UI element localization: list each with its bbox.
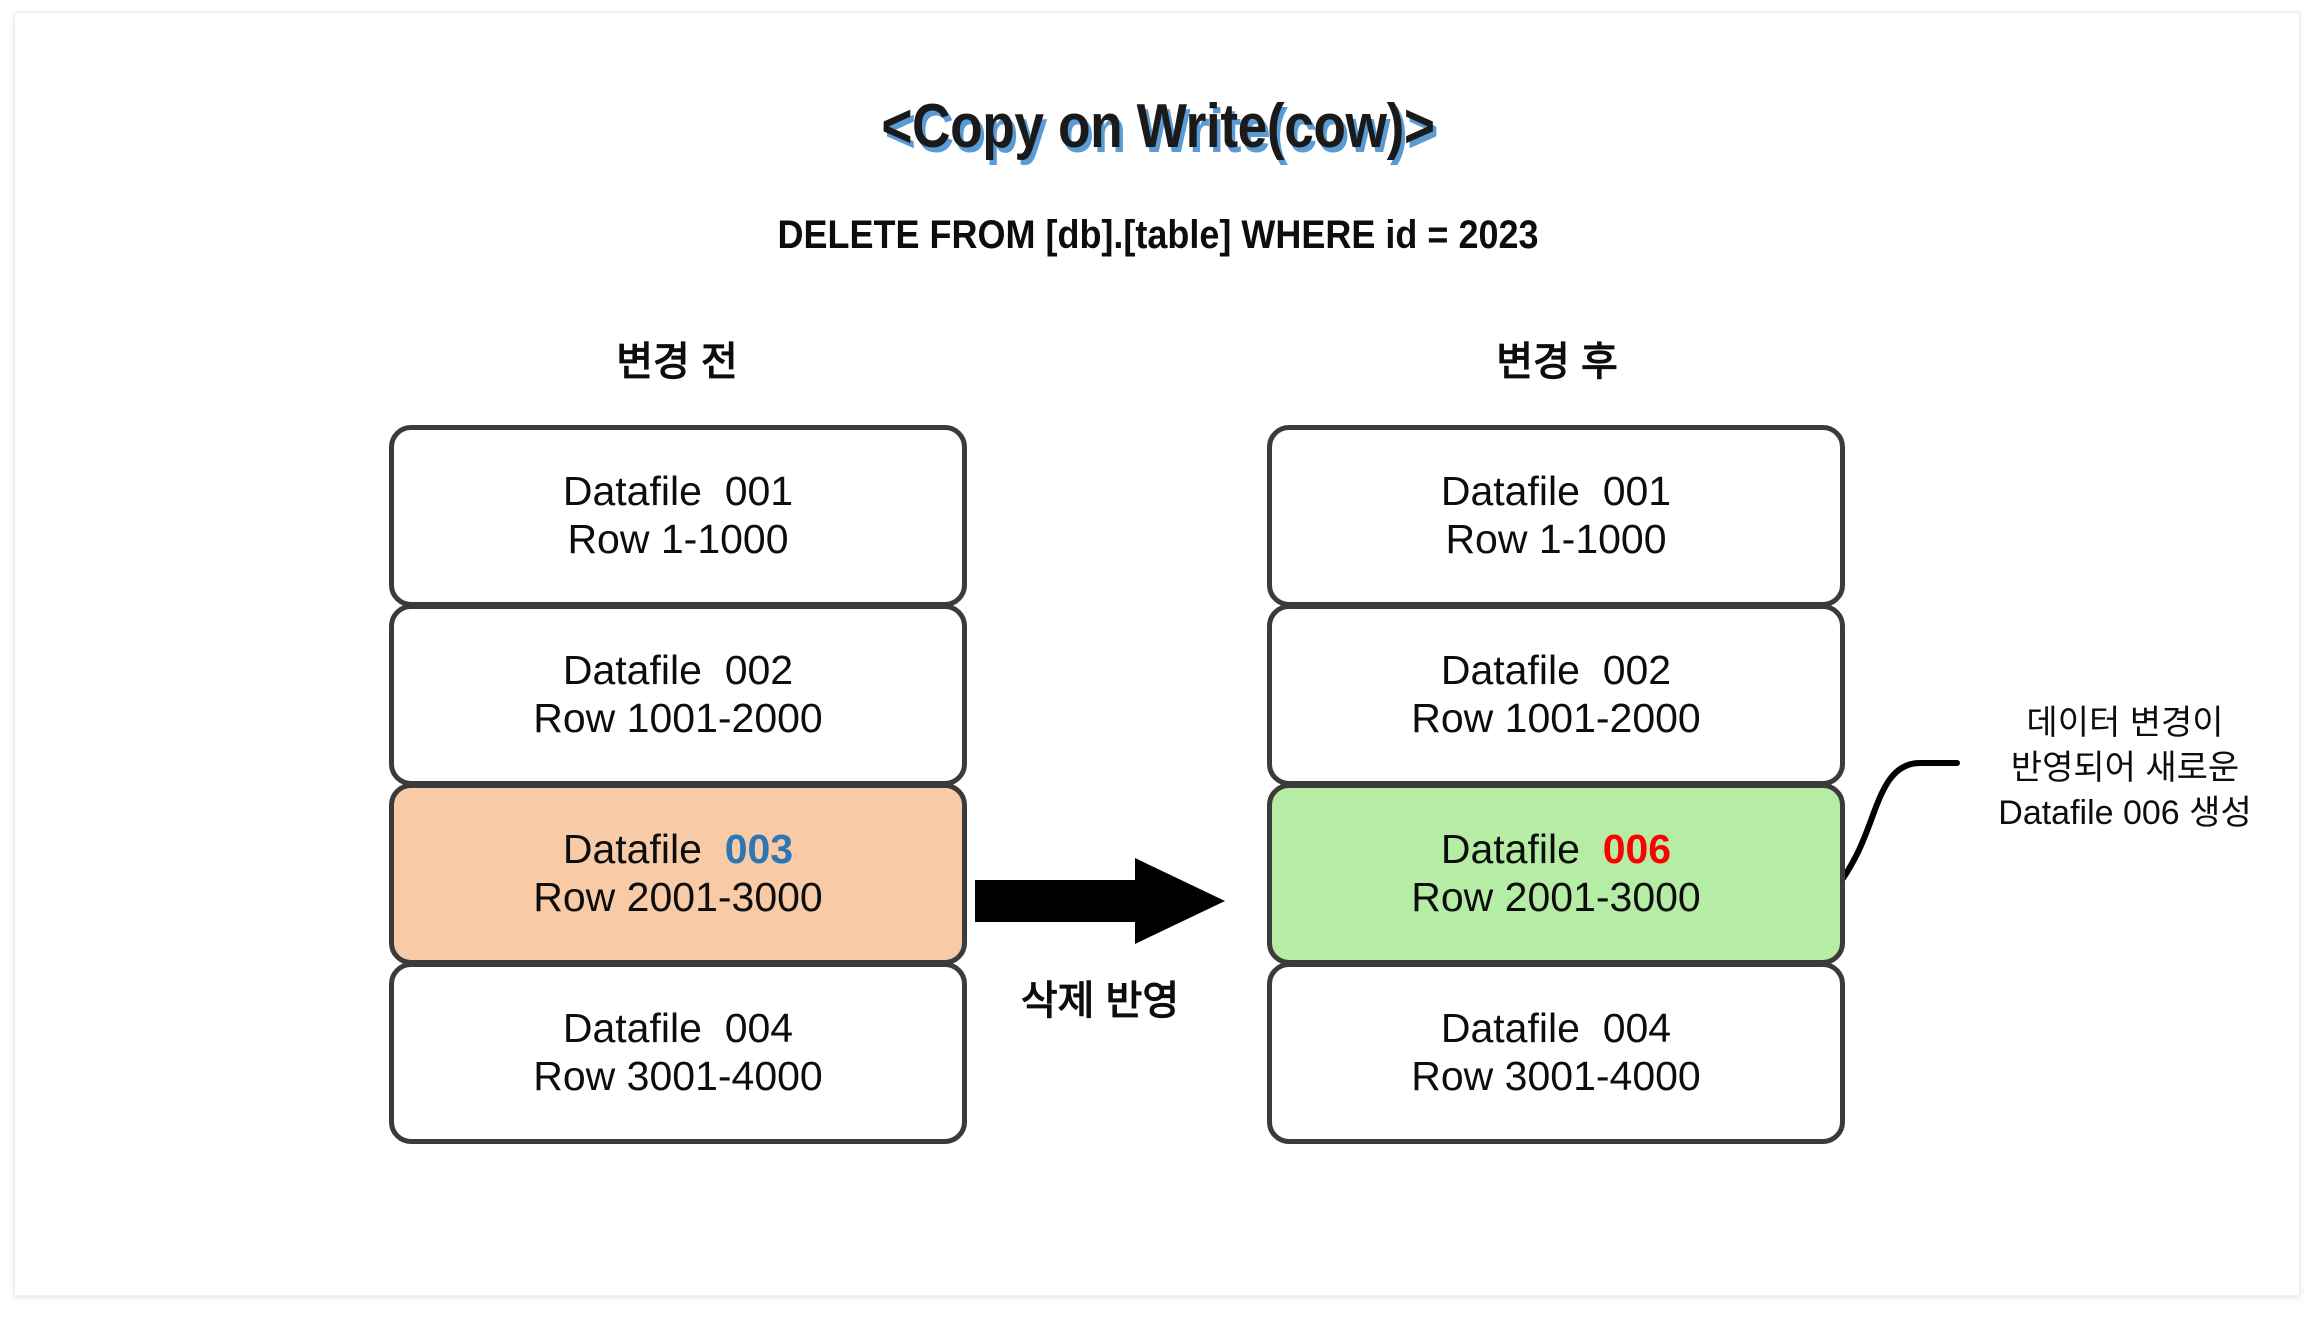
datafile-prefix: Datafile [1440,1005,1592,1052]
datafile-box[interactable]: Datafile 001 Row 1-1000 [389,425,967,607]
arrow-label: 삭제 반영 [1020,979,1180,1023]
annotation-line: Datafile 006 생성 [1998,793,2252,832]
datafile-id: 004 [724,1005,794,1052]
datafile-label: Datafile 003 [563,826,793,874]
datafile-rows: Row 2001-3000 [1411,874,1701,920]
datafile-label: Datafile 001 [1441,468,1671,516]
column-header-before: 변경 전 [616,340,738,384]
datafile-label: Datafile 006 [1441,826,1671,874]
datafile-box[interactable]: Datafile 002 Row 1001-2000 [1267,604,1845,786]
datafile-id: 002 [724,647,794,694]
right-arrow-icon [975,858,1225,944]
datafile-prefix: Datafile [1440,826,1592,873]
annotation-text: 데이터 변경이 반영되어 새로운 Datafile 006 생성 [1955,701,2295,836]
datafile-rows: Row 1-1000 [567,516,789,562]
datafile-id: 006 [1602,826,1672,873]
datafile-prefix: Datafile [562,826,714,873]
datafile-rows: Row 1001-2000 [1411,695,1701,741]
column-header-after: 변경 후 [1496,340,1618,384]
datafile-rows: Row 1-1000 [1445,516,1667,562]
sql-statement: DELETE FROM [db].[table] WHERE id = 2023 [777,213,1539,257]
datafile-rows: Row 2001-3000 [533,874,823,920]
datafile-id: 003 [724,826,794,873]
datafile-rows: Row 3001-4000 [1411,1053,1701,1099]
datafile-box[interactable]: Datafile 002 Row 1001-2000 [389,604,967,786]
datafile-box[interactable]: Datafile 004 Row 3001-4000 [389,962,967,1144]
page-title: <Copy on Write(cow)> [881,92,1435,161]
datafile-rows: Row 3001-4000 [533,1053,823,1099]
datafile-id: 002 [1602,647,1672,694]
datafile-prefix: Datafile [562,468,714,515]
datafile-prefix: Datafile [562,647,714,694]
datafile-prefix: Datafile [1440,468,1592,515]
datafile-stack-before: Datafile 001 Row 1-1000 Datafile 002 Row… [389,425,967,1144]
datafile-rows: Row 1001-2000 [533,695,823,741]
slide-card: <Copy on Write(cow)> DELETE FROM [db].[t… [14,12,2300,1296]
datafile-prefix: Datafile [1440,647,1592,694]
annotation-line: 반영되어 새로운 [2010,748,2240,787]
datafile-label: Datafile 002 [563,647,793,695]
datafile-label: Datafile 002 [1441,647,1671,695]
datafile-box[interactable]: Datafile 001 Row 1-1000 [1267,425,1845,607]
datafile-label: Datafile 004 [1441,1005,1671,1053]
annotation-line: 데이터 변경이 [2026,704,2224,742]
datafile-label: Datafile 004 [563,1005,793,1053]
datafile-id: 001 [724,468,794,515]
datafile-prefix: Datafile [562,1005,714,1052]
datafile-id: 001 [1602,468,1672,515]
datafile-box-highlighted-source[interactable]: Datafile 003 Row 2001-3000 [389,783,967,965]
datafile-box[interactable]: Datafile 004 Row 3001-4000 [1267,962,1845,1144]
datafile-label: Datafile 001 [563,468,793,516]
datafile-stack-after: Datafile 001 Row 1-1000 Datafile 002 Row… [1267,425,1845,1144]
datafile-box-highlighted-new[interactable]: Datafile 006 Row 2001-3000 [1267,783,1845,965]
datafile-id: 004 [1602,1005,1672,1052]
